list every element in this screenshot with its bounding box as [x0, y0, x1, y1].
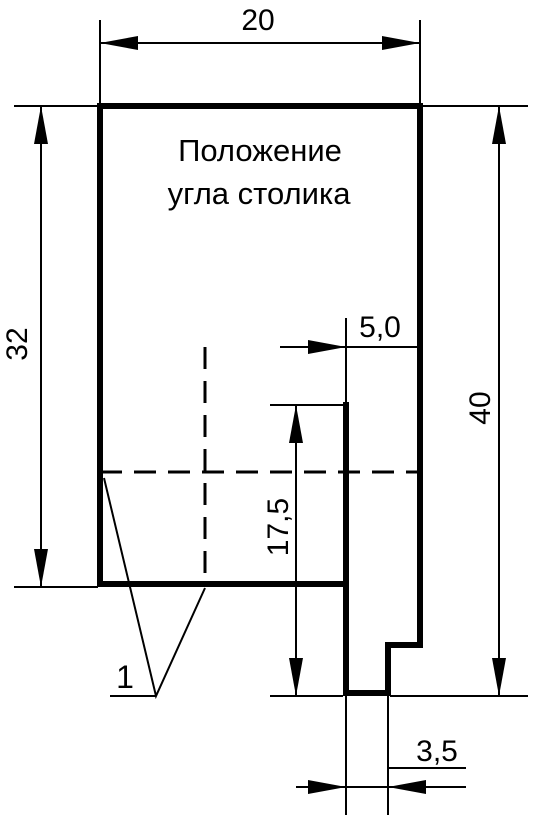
dim-label-top-width: 20 — [241, 4, 274, 37]
dim-label-notch-offset: 5,0 — [359, 311, 401, 344]
arrow-inner-top — [289, 405, 303, 443]
arrow-top-left — [100, 36, 138, 50]
arrow-bottom-left — [308, 780, 346, 794]
arrow-bottom-right — [388, 780, 426, 794]
table-outline — [97, 103, 423, 696]
leader-label: 1 — [116, 659, 134, 695]
arrow-left-top — [34, 106, 48, 144]
arrow-left-bottom — [34, 549, 48, 587]
arrow-right-bottom — [492, 658, 506, 696]
arrow-inner-bottom — [289, 658, 303, 696]
dim-label-left-height: 32 — [1, 327, 34, 360]
dim-label-bottom-width: 3,5 — [416, 735, 458, 768]
title-line-1: Положение — [178, 133, 342, 168]
dim-label-right-height: 40 — [464, 391, 497, 424]
title-line-2: угла столика — [168, 176, 352, 211]
arrow-right-top — [492, 106, 506, 144]
arrow-top-right — [382, 36, 420, 50]
dim-label-inner-height: 17,5 — [262, 498, 295, 556]
arrow-notch — [308, 340, 346, 354]
